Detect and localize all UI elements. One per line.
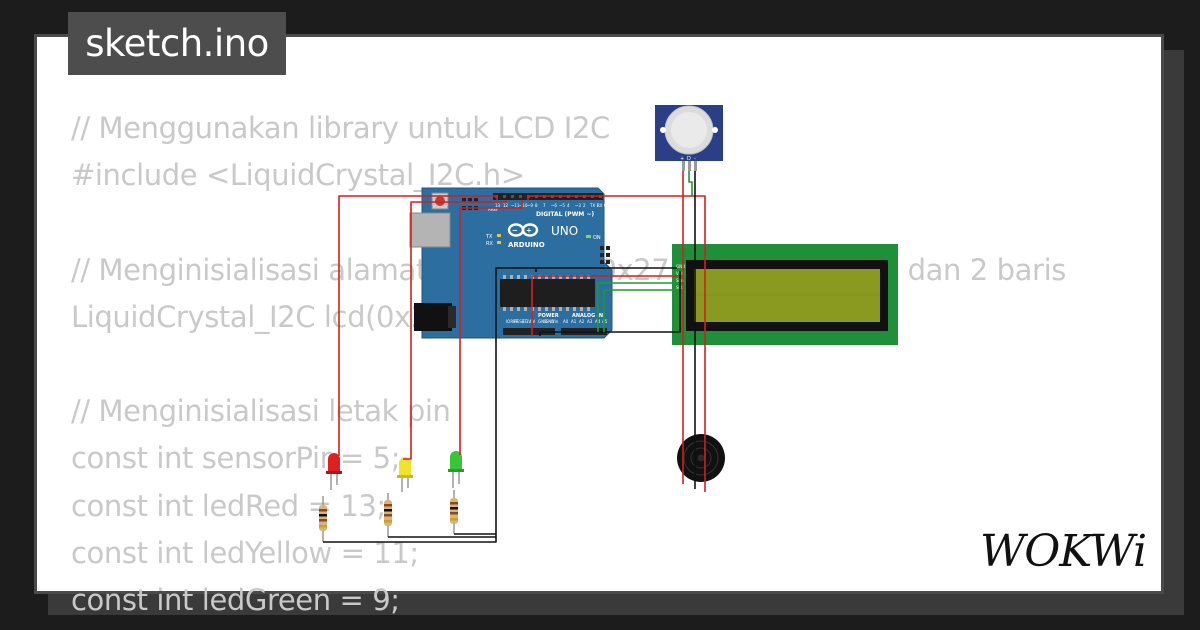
pir-pin-label: - bbox=[694, 156, 696, 162]
code-line: const int ledRed = 13; bbox=[71, 488, 386, 523]
power-label: POWER bbox=[538, 313, 559, 319]
wire-green bbox=[688, 171, 693, 196]
pin-label: 13 bbox=[495, 203, 501, 208]
wire-red bbox=[531, 275, 678, 336]
yellow-led[interactable] bbox=[397, 457, 413, 492]
resistor[interactable] bbox=[450, 490, 458, 534]
red-led[interactable] bbox=[326, 453, 342, 490]
wire-green bbox=[603, 289, 678, 332]
pin-label: A5 bbox=[602, 319, 608, 324]
wire-black bbox=[323, 267, 677, 543]
pin-label: A3 bbox=[587, 319, 593, 324]
pin-label: 7 bbox=[543, 203, 546, 208]
wire-green bbox=[597, 282, 678, 332]
pin-label: 8 bbox=[535, 203, 538, 208]
green-led[interactable] bbox=[448, 451, 464, 488]
pin-label: ~5 bbox=[559, 203, 565, 208]
wire-red bbox=[338, 195, 498, 456]
svg-text:+: + bbox=[526, 227, 532, 235]
arduino-logo-icon bbox=[507, 223, 539, 237]
pin-label: 12 bbox=[503, 203, 509, 208]
pir-pin-label: D bbox=[687, 156, 691, 162]
svg-text:WOKWi: WOKWi bbox=[980, 526, 1146, 577]
brand-label: ARDUINO bbox=[508, 241, 545, 249]
buzzer[interactable] bbox=[677, 434, 725, 482]
usb-connector bbox=[409, 212, 451, 248]
wire-red bbox=[403, 200, 507, 460]
board-name: UNO bbox=[551, 224, 578, 238]
wire-red bbox=[527, 195, 706, 492]
analog-label: ANALOG IN bbox=[572, 313, 603, 319]
tx-label: TX bbox=[485, 234, 493, 240]
pin-label: A1 bbox=[571, 319, 577, 324]
svg-text:−: − bbox=[512, 227, 518, 235]
digital-label: DIGITAL (PWM ~) bbox=[536, 211, 594, 218]
arduino-uno-board[interactable]: DIGITAL (PWM ~) AREF 13 12 ~11 ~10 ~9 8 … bbox=[409, 187, 613, 339]
pin-label: 3.3V bbox=[522, 319, 531, 324]
power-jack bbox=[414, 303, 452, 331]
wokwi-logo: WOKWi bbox=[980, 526, 1147, 577]
resistor[interactable] bbox=[384, 493, 392, 537]
pin-label: ~6 bbox=[551, 203, 557, 208]
file-name-tab[interactable]: sketch.ino bbox=[68, 12, 286, 75]
pin-label: TX 1 bbox=[589, 203, 599, 208]
pir-pin-label: + bbox=[680, 156, 684, 162]
rx-label: RX bbox=[486, 241, 493, 247]
wire-red bbox=[459, 200, 523, 455]
pin-label: GND bbox=[538, 319, 547, 324]
pir-sensor[interactable]: + D - bbox=[655, 105, 723, 171]
pin-label: ~10 bbox=[519, 203, 528, 208]
pin-label: RX 0 bbox=[597, 203, 607, 208]
code-line: // Menggunakan library untuk LCD I2C bbox=[71, 111, 610, 145]
pin-label: ~11 bbox=[511, 203, 520, 208]
pin-label: GND bbox=[545, 319, 554, 324]
pin-label: Vin bbox=[552, 319, 559, 324]
lcd-display[interactable]: GND VCC SDA SCL bbox=[672, 244, 898, 345]
wire-black bbox=[539, 271, 681, 336]
code-line: const int ledGreen = 9; bbox=[71, 582, 400, 617]
lcd-screen bbox=[694, 269, 880, 322]
pin-label: ~9 bbox=[527, 203, 533, 208]
code-line: const int ledYellow = 11; bbox=[71, 535, 419, 570]
pin-label: ~3 bbox=[575, 203, 581, 208]
pin-label: A0 bbox=[563, 319, 569, 324]
code-preview: // Menggunakan library untuk LCD I2C #inc… bbox=[71, 105, 1066, 624]
lcd-pin-label: GND bbox=[676, 264, 685, 269]
code-line: const int sensorPir = 5; bbox=[71, 441, 401, 476]
power-header bbox=[503, 328, 555, 335]
code-line: // Menginisialisasi letak pin bbox=[71, 394, 451, 429]
on-label: ON bbox=[593, 235, 601, 241]
atmega-chip bbox=[500, 279, 595, 307]
pin-label: 4 bbox=[567, 203, 570, 208]
pin-label: RESET bbox=[514, 319, 527, 324]
aref-label: AREF bbox=[488, 207, 499, 212]
pin-label: A2 bbox=[579, 319, 585, 324]
code-line: #include <LiquidCrystal_I2C.h> bbox=[71, 158, 525, 193]
pin-label: 2 bbox=[583, 203, 586, 208]
pin-label: IOREF bbox=[506, 319, 519, 324]
resistor[interactable] bbox=[319, 496, 327, 542]
